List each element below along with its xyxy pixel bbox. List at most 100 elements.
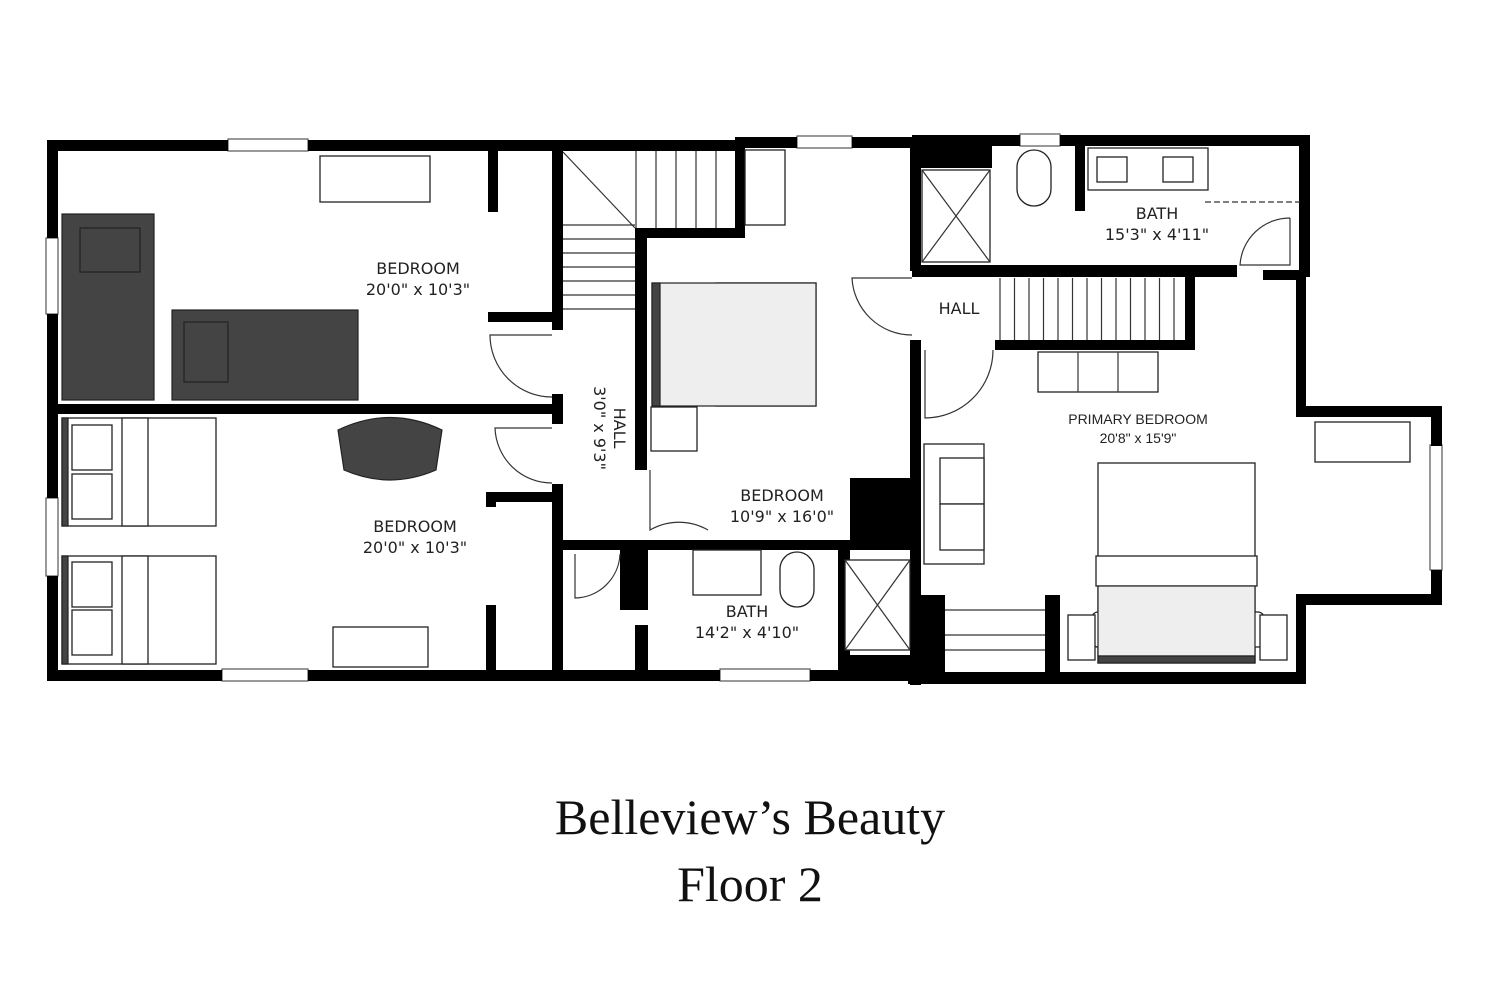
room-dims: 20'8" x 15'9"	[1100, 430, 1177, 446]
door-swing	[489, 334, 553, 398]
wall	[486, 492, 556, 502]
room-dims: 14'2" x 4'10"	[695, 623, 799, 642]
furniture-piece	[1162, 156, 1194, 183]
wall	[910, 146, 921, 271]
room-name: HALL	[610, 408, 629, 449]
furniture	[61, 147, 1411, 668]
wall	[1185, 277, 1195, 350]
wall	[1075, 146, 1085, 211]
wall	[735, 137, 745, 237]
wall	[995, 340, 1195, 350]
plan-title: Belleview’s Beauty	[554, 789, 946, 845]
wall	[47, 314, 58, 498]
room-name: BATH	[1136, 204, 1178, 223]
furniture-piece	[332, 626, 429, 668]
furniture-piece	[1095, 555, 1258, 587]
wall	[1263, 270, 1303, 280]
room-name: BEDROOM	[740, 486, 824, 505]
furniture-piece	[692, 549, 762, 596]
wall	[1296, 277, 1306, 412]
room-name: BEDROOM	[376, 259, 460, 278]
wall	[912, 265, 1237, 277]
windows	[45, 133, 1443, 682]
wall	[552, 150, 563, 330]
bed-dark-part	[61, 555, 69, 665]
window	[796, 135, 853, 149]
room-name: PRIMARY BEDROOM	[1068, 411, 1208, 427]
stair-landing-line	[562, 151, 636, 229]
wall	[1296, 594, 1306, 684]
wall	[1299, 135, 1310, 277]
wall	[57, 404, 557, 414]
wall	[1045, 595, 1060, 680]
window	[1019, 133, 1061, 147]
furniture-piece	[650, 406, 698, 452]
room-name: BATH	[726, 602, 768, 621]
wall	[635, 625, 648, 675]
window	[45, 237, 59, 315]
door-swing	[494, 427, 553, 484]
wall	[1060, 135, 1310, 146]
wall	[912, 135, 1020, 146]
room-labels: BEDROOM 20'0" x 10'3" BEDROOM 20'0" x 10'3"…	[363, 204, 1209, 642]
room-name: HALL	[939, 299, 980, 318]
wall	[47, 140, 58, 238]
furniture-piece	[939, 503, 985, 551]
wall	[810, 670, 910, 681]
window	[227, 138, 309, 152]
doors	[489, 201, 1300, 651]
furniture-piece	[71, 609, 113, 656]
wall	[838, 655, 913, 675]
floor-label: Floor 2	[677, 856, 823, 912]
room-name: BEDROOM	[373, 517, 457, 536]
room-dims: 20'0" x 10'3"	[366, 280, 470, 299]
wall	[735, 137, 797, 148]
wall	[910, 340, 921, 685]
wall	[920, 595, 945, 683]
wall	[552, 394, 563, 424]
window	[1429, 444, 1443, 571]
furniture-piece	[121, 555, 149, 665]
furniture-piece	[319, 155, 431, 203]
furniture-piece	[1314, 421, 1411, 463]
wall	[850, 478, 915, 550]
furniture-piece	[744, 149, 786, 226]
bed-dark-part	[183, 321, 229, 383]
room-dims: 3'0" x 9'3"	[590, 386, 609, 470]
wall	[620, 540, 648, 610]
furniture-piece	[71, 561, 113, 608]
shower-cross	[844, 169, 991, 651]
wall	[47, 576, 58, 681]
furniture-piece	[779, 551, 815, 608]
armchair	[337, 417, 443, 481]
wall	[486, 492, 496, 507]
wall	[486, 605, 496, 675]
room-dims: 15'3" x 4'11"	[1105, 225, 1209, 244]
bed-sheet	[1097, 585, 1256, 657]
wall	[635, 228, 745, 238]
wall	[908, 672, 1300, 684]
wall	[308, 140, 738, 151]
furniture-piece	[71, 473, 113, 520]
wall	[552, 484, 563, 680]
wall	[910, 146, 992, 168]
wall	[562, 540, 912, 550]
wall	[1431, 570, 1442, 604]
door-swing	[1239, 217, 1291, 266]
window	[719, 668, 811, 682]
walls	[47, 135, 1442, 685]
furniture-piece	[71, 424, 113, 471]
door-swing	[574, 553, 621, 599]
dresser-dividers	[1077, 352, 1119, 392]
bed-dark-part	[1097, 655, 1256, 664]
window	[45, 497, 59, 577]
room-dims: 10'9" x 16'0"	[730, 507, 834, 526]
bed-dark-part	[79, 227, 141, 273]
wall	[488, 312, 560, 322]
furniture-piece	[1016, 149, 1052, 207]
room-dims: 20'0" x 10'3"	[363, 538, 467, 557]
window	[221, 668, 309, 682]
wall	[308, 670, 720, 681]
wall	[488, 150, 498, 212]
